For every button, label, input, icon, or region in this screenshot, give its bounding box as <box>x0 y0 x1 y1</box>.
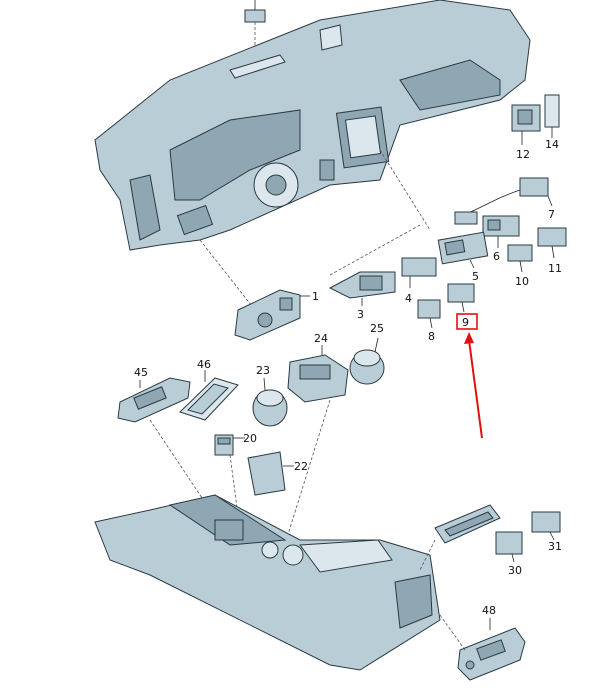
part-10: 10 <box>507 244 533 288</box>
label-9: 9 <box>462 316 469 329</box>
label-22: 22 <box>294 460 308 473</box>
label-12: 12 <box>516 148 530 161</box>
highlight-box-9 <box>456 313 478 330</box>
label-25: 25 <box>370 322 384 335</box>
part-31: 31 <box>531 511 562 553</box>
part-9: 9 <box>447 283 483 439</box>
label-14: 14 <box>545 138 559 151</box>
label-20: 20 <box>243 432 257 445</box>
highlight-arrow <box>468 339 483 439</box>
part-11: 11 <box>537 227 567 275</box>
label-5: 5 <box>472 270 479 283</box>
label-24: 24 <box>314 332 328 345</box>
part-46: 46 <box>179 358 239 421</box>
part-12: 12 <box>511 104 541 161</box>
part-20: 20 <box>214 432 257 456</box>
part-30: 30 <box>495 531 523 577</box>
center-console <box>94 494 441 671</box>
label-23: 23 <box>256 364 270 377</box>
label-3: 3 <box>357 308 364 321</box>
label-46: 46 <box>197 358 211 371</box>
part-45: 45 <box>117 366 191 423</box>
highlight-arrowhead <box>464 332 474 344</box>
part-3: 3 <box>328 271 396 321</box>
part-4: 4 <box>401 257 437 305</box>
part-25: 25 <box>349 322 385 385</box>
part-22: 22 <box>247 451 308 496</box>
label-1: 1 <box>312 290 319 303</box>
label-45: 45 <box>134 366 148 379</box>
part-48: 48 <box>439 604 526 681</box>
dashboard <box>94 0 531 251</box>
label-7: 7 <box>548 208 555 221</box>
part-23: 23 <box>252 364 288 427</box>
part-24: 24 <box>287 332 349 403</box>
label-11: 11 <box>548 262 562 275</box>
part-6: 6 <box>482 215 520 263</box>
leader-lines-dashboard <box>199 149 431 311</box>
label-6: 6 <box>493 250 500 263</box>
label-4: 4 <box>405 292 412 305</box>
part-14: 14 <box>544 94 560 151</box>
label-30: 30 <box>508 564 522 577</box>
label-48: 48 <box>482 604 496 617</box>
part-8: 8 <box>417 299 441 343</box>
label-31: 31 <box>548 540 562 553</box>
part-5: 5 <box>437 231 489 283</box>
label-10: 10 <box>515 275 529 288</box>
rear-vent-part <box>419 504 501 571</box>
part-1: 1 <box>234 289 319 341</box>
label-8: 8 <box>428 330 435 343</box>
top-clip-part <box>244 0 266 45</box>
part-7: 7 <box>454 177 555 225</box>
